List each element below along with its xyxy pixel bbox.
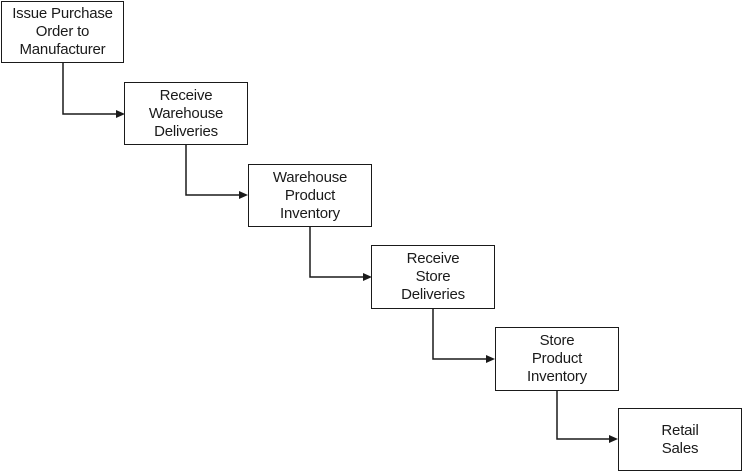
step-label: Receive — [159, 86, 213, 104]
connector-5 — [556, 391, 618, 443]
step-label: Product — [284, 186, 336, 204]
step-label: Issue Purchase — [12, 5, 113, 22]
connector-4 — [432, 309, 495, 363]
step-receive-store-deliveries: Receive Store Deliveries — [371, 245, 495, 309]
connector-2 — [185, 145, 248, 199]
step-label: Store — [539, 332, 575, 349]
step-label: Deliveries — [401, 286, 465, 303]
step-label: Sales — [661, 439, 699, 457]
step-label: Retail — [661, 421, 699, 439]
step-label: Inventory — [527, 368, 587, 385]
step-label: Receive — [406, 250, 460, 267]
step-label: Warehouse — [148, 104, 224, 122]
step-label: Product — [531, 350, 583, 367]
step-label: Store — [415, 268, 451, 285]
step-warehouse-product-inventory: Warehouse Product Inventory — [248, 164, 372, 227]
step-issue-purchase-order: Issue Purchase Order to Manufacturer — [1, 1, 124, 63]
step-label: Inventory — [280, 204, 340, 222]
step-retail-sales: Retail Sales — [618, 408, 742, 471]
step-label: Manufacturer — [19, 41, 106, 58]
connector-1 — [62, 62, 125, 118]
step-label: Order to — [35, 23, 90, 40]
connector-3 — [309, 227, 372, 281]
step-store-product-inventory: Store Product Inventory — [495, 327, 619, 391]
step-receive-warehouse-deliveries: Receive Warehouse Deliveries — [124, 82, 248, 145]
step-label: Warehouse — [272, 168, 348, 186]
step-label: Deliveries — [154, 122, 218, 140]
